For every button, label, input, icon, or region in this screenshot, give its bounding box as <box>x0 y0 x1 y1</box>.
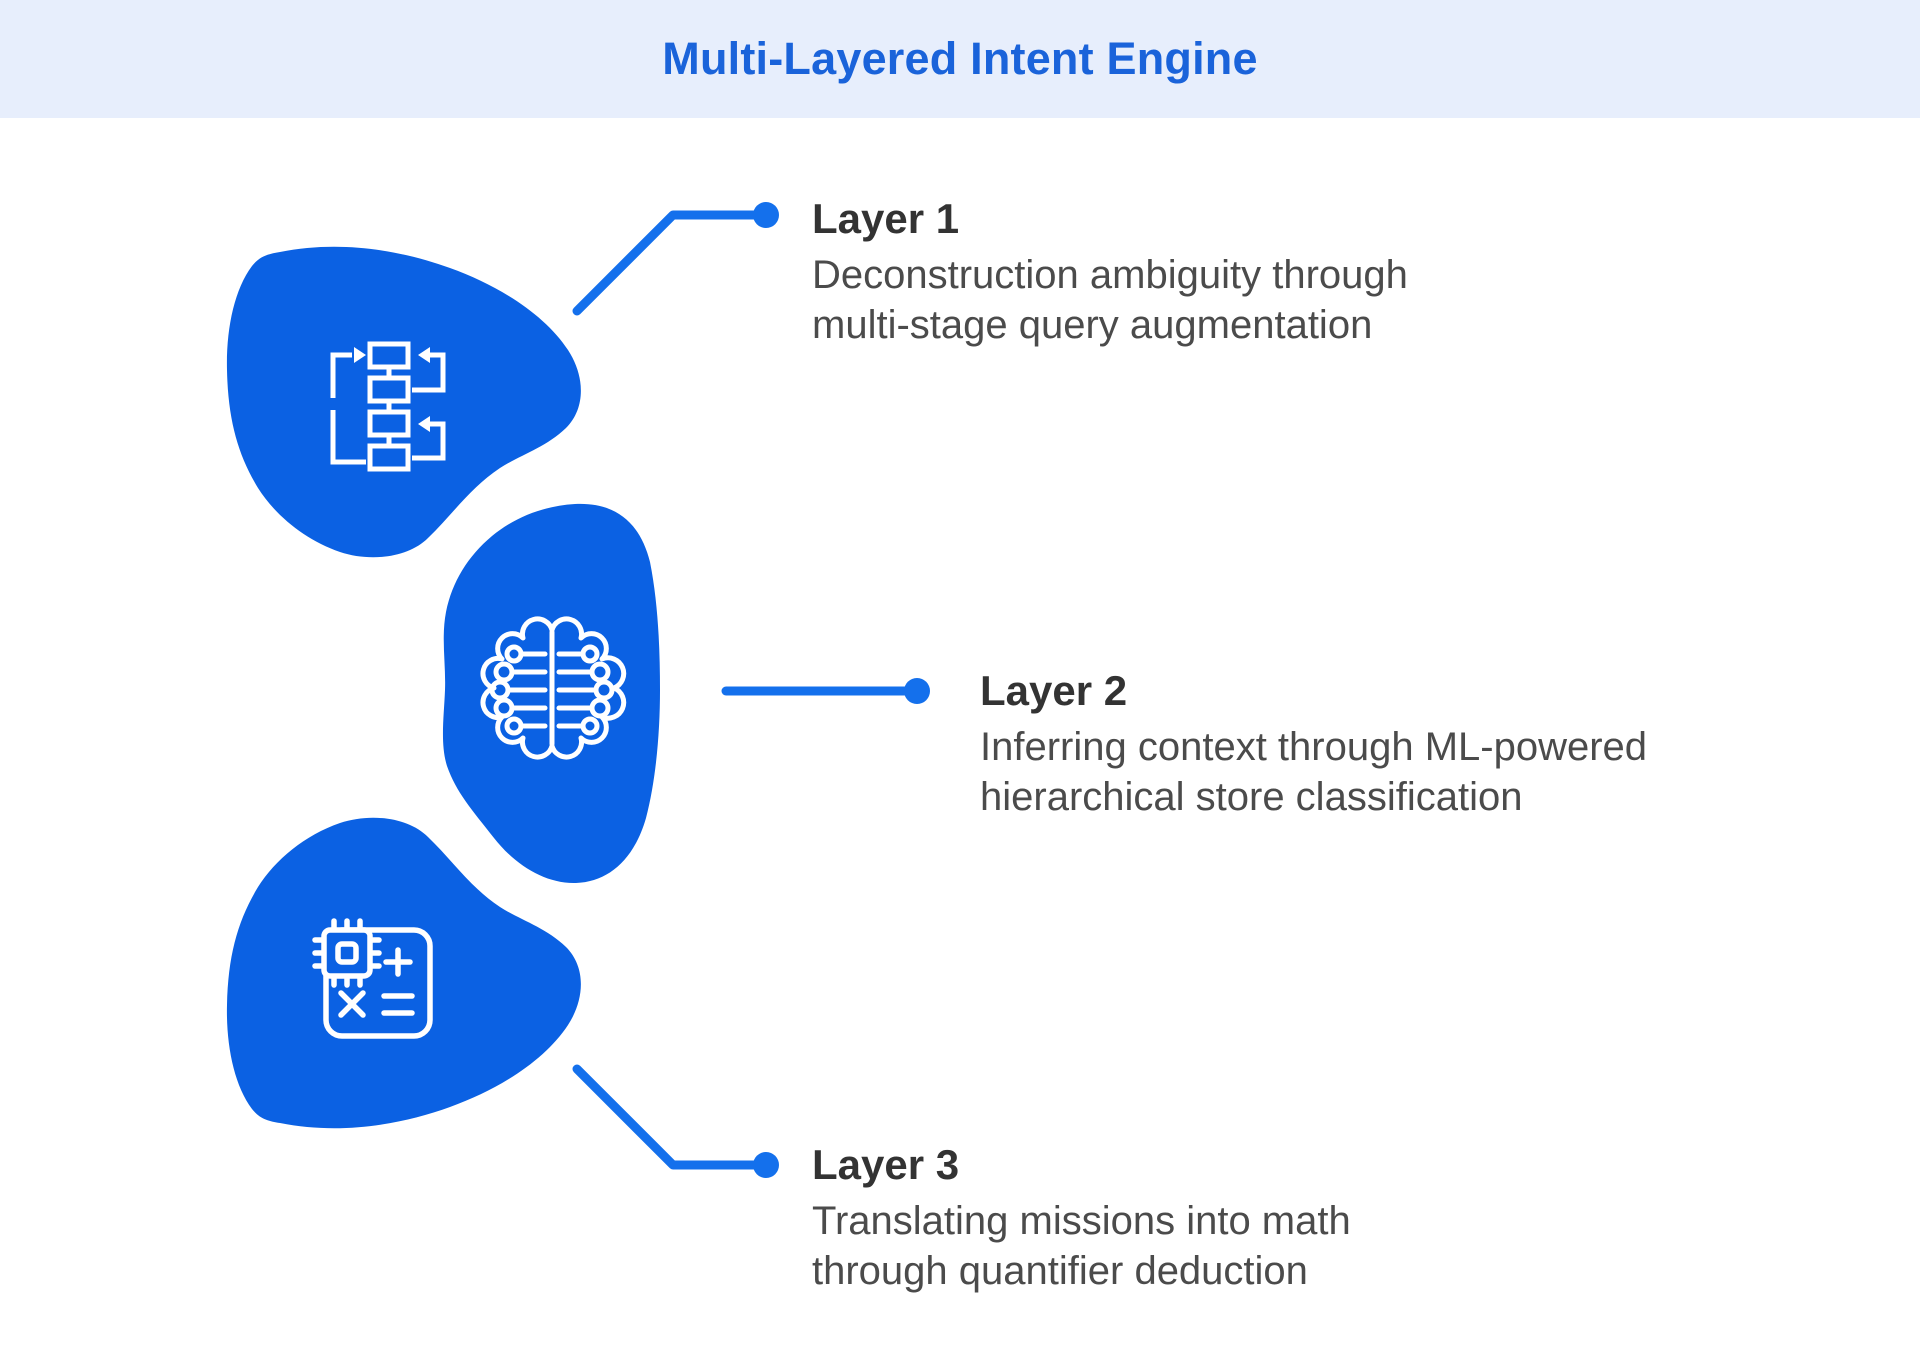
flowchart-icon <box>330 341 446 472</box>
chip-icon <box>312 918 382 988</box>
ai-brain-icon <box>480 616 627 760</box>
layer-3-desc-line-1: Translating missions into math <box>812 1199 1351 1243</box>
page-title: Multi-Layered Intent Engine <box>662 33 1258 84</box>
dot-layer-3 <box>753 1152 779 1178</box>
layer-1-description: Deconstruction ambiguity through multi-s… <box>812 250 1408 350</box>
layer-1-desc-line-2: multi-stage query augmentation <box>812 303 1373 347</box>
layer-2-desc-line-1: Inferring context through ML-powered <box>980 725 1648 769</box>
connector-dots <box>753 202 930 1178</box>
connectors <box>572 210 922 1170</box>
layer-1-desc-line-1: Deconstruction ambiguity through <box>812 253 1408 297</box>
layer-3-description: Translating missions into math through q… <box>812 1196 1351 1296</box>
segment-layer-3 <box>226 817 581 1129</box>
layer-1-title: Layer 1 <box>812 195 960 242</box>
header-band: Multi-Layered Intent Engine <box>0 0 1920 118</box>
connector-layer-1 <box>572 210 771 316</box>
layer-3-desc-line-2: through quantifier deduction <box>812 1249 1308 1293</box>
layer-2-description: Inferring context through ML-powered hie… <box>980 722 1647 822</box>
layer-3-title: Layer 3 <box>812 1141 960 1188</box>
calculator-chip-icon <box>312 918 433 1039</box>
dot-layer-2 <box>904 678 930 704</box>
layer-2-title: Layer 2 <box>980 667 1128 714</box>
dot-layer-1 <box>753 202 779 228</box>
layer-2-desc-line-2: hierarchical store classification <box>980 775 1523 819</box>
connector-layer-3 <box>572 1064 771 1170</box>
